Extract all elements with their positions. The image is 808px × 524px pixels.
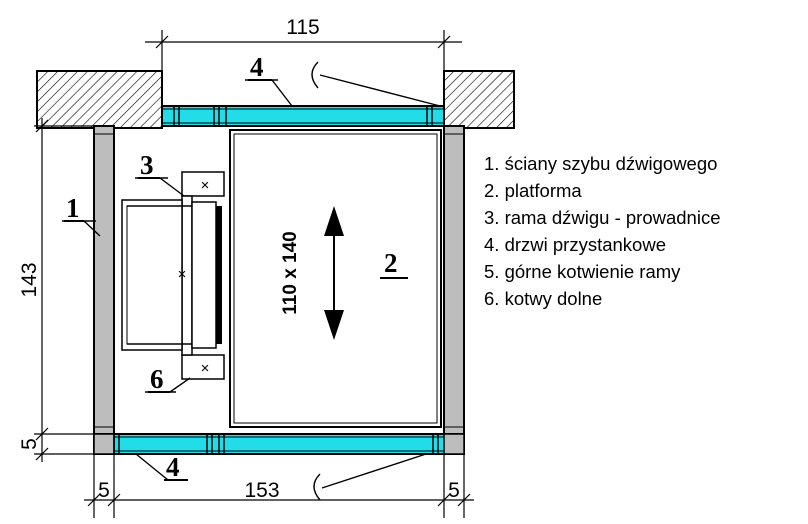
building-wall-right [443, 70, 515, 129]
frame-center-mark: × [178, 266, 187, 283]
anchor-mark-top: × [201, 177, 210, 194]
platform [229, 129, 442, 428]
legend-item-1: 1. ściany szybu dźwigowego [484, 153, 717, 174]
callout-4-bottom: 4 [166, 452, 180, 482]
anchor-mark-bottom: × [201, 360, 210, 377]
platform-size-label: 110 x 140 [280, 231, 301, 314]
dim-door-width [145, 30, 462, 71]
building-wall-left [36, 70, 163, 129]
lift-frame: × × × [121, 171, 225, 380]
legend-item-4: 4. drzwi przystankowe [484, 234, 666, 255]
callout-3: 3 [140, 150, 154, 180]
shaft-wall-right [443, 125, 465, 435]
dim-shaft-width [84, 454, 474, 518]
legend-item-5: 5. górne kotwienie ramy [484, 261, 681, 282]
double-arrow-icon [324, 206, 344, 340]
top-landing-door [161, 105, 445, 127]
legend: 1. ściany szybu dźwigowego 2. platforma … [484, 153, 721, 309]
dim-wall-right-label: 5 [448, 479, 460, 502]
callout-4-top: 4 [250, 52, 264, 82]
callout-1: 1 [66, 193, 80, 223]
bottom-landing-door [93, 433, 465, 455]
dim-door-width-label: 115 [286, 16, 319, 39]
callout-6: 6 [150, 364, 164, 394]
legend-item-3: 3. rama dźwigu - prowadnice [484, 207, 721, 228]
legend-item-6: 6. kotwy dolne [484, 288, 602, 309]
legend-item-2: 2. platforma [484, 180, 582, 201]
dim-shaft-depth [34, 118, 94, 462]
dim-wall-left-label: 5 [98, 479, 110, 502]
dim-shaft-width-label: 153 [244, 479, 279, 502]
shaft-wall-left [93, 125, 115, 435]
callout-2: 2 [384, 248, 398, 278]
dim-shaft-depth-label: 143 [18, 262, 41, 297]
dim-wall-bottom-label: 5 [18, 438, 41, 450]
